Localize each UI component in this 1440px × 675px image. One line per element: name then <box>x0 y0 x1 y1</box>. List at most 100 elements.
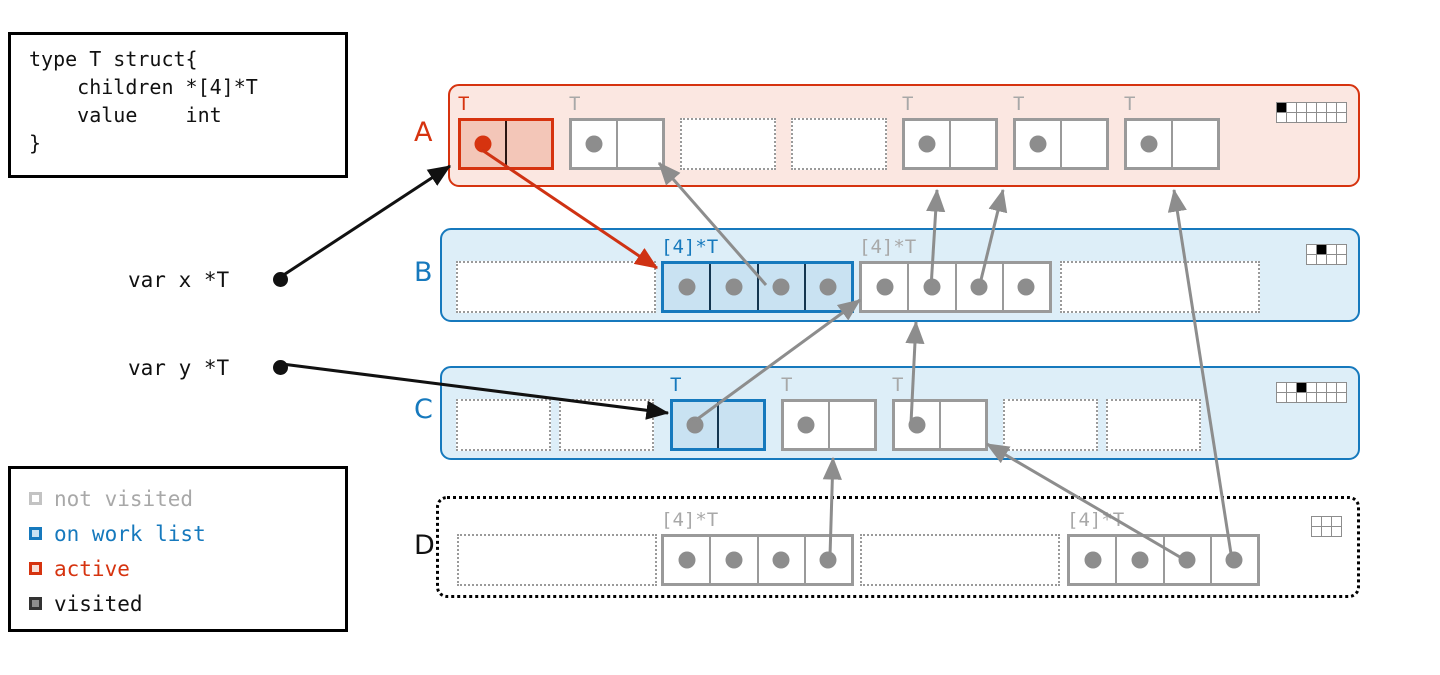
array-cell-2 <box>756 537 804 583</box>
free-slot-C-5 <box>1003 399 1098 451</box>
bitmap-row <box>1276 392 1347 403</box>
type-tag-A-4: T <box>902 93 914 115</box>
type-tag-D-3: [4]*T <box>1067 509 1125 531</box>
legend-label-not-visited: not visited <box>54 486 194 511</box>
object-cell-children <box>784 402 828 448</box>
pointer-dot <box>725 278 743 296</box>
allocation-bitmap-A <box>1276 102 1347 123</box>
type-tag-B-2: [4]*T <box>859 236 917 258</box>
object-A-0[interactable] <box>458 118 554 170</box>
type-tag-A-6: T <box>1124 93 1136 115</box>
object-C-2[interactable] <box>670 399 766 451</box>
object-cell-value <box>1171 121 1217 167</box>
array-cell-3 <box>803 537 851 583</box>
pointer-dot <box>772 551 790 569</box>
var-x-pointer-dot <box>273 272 288 287</box>
free-slot-D-2 <box>860 534 1060 586</box>
pointer-dot <box>474 135 492 153</box>
pointer-dot <box>970 278 988 296</box>
object-D-1[interactable] <box>661 534 854 586</box>
pointer-dot <box>923 278 941 296</box>
object-cell-value <box>939 402 985 448</box>
object-A-4[interactable] <box>902 118 998 170</box>
type-declaration-box: type T struct{ children *[4]*T value int… <box>8 32 348 178</box>
free-slot-A-3 <box>791 118 887 170</box>
arena-row-B: [4]*T [4]*T <box>440 228 1360 322</box>
bitmap-row <box>1311 526 1342 537</box>
type-tag-C-4: T <box>892 374 904 396</box>
pointer-dot <box>585 135 603 153</box>
free-slot-C-1 <box>559 399 654 451</box>
object-B-1[interactable] <box>661 261 854 313</box>
type-tag-C-2: T <box>670 374 682 396</box>
arena-row-A: T T T T T <box>448 84 1360 187</box>
object-A-1[interactable] <box>569 118 665 170</box>
pointer-dot <box>876 278 894 296</box>
array-cell-0 <box>664 537 709 583</box>
free-slot-B-3 <box>1060 261 1260 313</box>
object-cell-children <box>905 121 949 167</box>
allocation-bitmap-C <box>1276 382 1347 403</box>
object-D-3[interactable] <box>1067 534 1260 586</box>
object-cell-value <box>717 402 763 448</box>
array-cell-3 <box>1209 537 1257 583</box>
free-slot-D-0 <box>457 534 657 586</box>
type-tag-C-3: T <box>781 374 793 396</box>
pointer-dot <box>1131 551 1149 569</box>
bitmap-row <box>1306 254 1347 265</box>
arena-row-D: [4]*T [4]*T <box>436 496 1360 598</box>
object-A-6[interactable] <box>1124 118 1220 170</box>
pointer-dot <box>1140 135 1158 153</box>
arena-label-B: B <box>414 257 433 288</box>
type-tag-A-1: T <box>569 93 581 115</box>
object-cell-children <box>895 402 939 448</box>
bitmap-cell <box>1336 392 1347 403</box>
legend-label-visited: visited <box>54 591 143 616</box>
pointer-dot <box>686 416 704 434</box>
free-slot-A-2 <box>680 118 776 170</box>
object-cell-children <box>1127 121 1171 167</box>
object-cell-value <box>828 402 874 448</box>
legend-box: not visited on work list active visited <box>8 466 348 632</box>
var-y-pointer-dot <box>273 360 288 375</box>
legend-item-on-work-list: on work list <box>29 516 345 551</box>
object-cell-children <box>572 121 616 167</box>
array-cell-3 <box>1001 264 1049 310</box>
object-A-5[interactable] <box>1013 118 1109 170</box>
allocation-bitmap-B <box>1306 244 1347 265</box>
bitmap-cell <box>1336 112 1347 123</box>
free-slot-C-6 <box>1106 399 1201 451</box>
arena-label-C: C <box>414 394 433 425</box>
arena-label-D: D <box>414 530 435 561</box>
bitmap-row <box>1306 244 1347 255</box>
bitmap-cell <box>1336 254 1347 265</box>
array-cell-0 <box>862 264 907 310</box>
array-cell-1 <box>1115 537 1162 583</box>
object-cell-children <box>673 402 717 448</box>
pointer-dot <box>725 551 743 569</box>
free-slot-B-0 <box>456 261 656 313</box>
bitmap-row <box>1276 382 1347 393</box>
legend-item-not-visited: not visited <box>29 481 345 516</box>
pointer-dot <box>1225 551 1243 569</box>
object-B-2[interactable] <box>859 261 1052 313</box>
object-cell-children <box>1016 121 1060 167</box>
arena-row-C: T T T <box>440 366 1360 460</box>
object-cell-value <box>949 121 995 167</box>
object-C-3[interactable] <box>781 399 877 451</box>
array-cell-2 <box>756 264 804 310</box>
pointer-dot <box>819 551 837 569</box>
array-cell-0 <box>664 264 709 310</box>
var-x-label: var x *T <box>128 268 230 292</box>
bitmap-row <box>1311 516 1342 527</box>
bitmap-row <box>1276 102 1347 113</box>
pointer-dot <box>678 278 696 296</box>
legend-swatch-on-work-list <box>29 527 42 540</box>
type-declaration-code: type T struct{ children *[4]*T value int… <box>29 47 258 155</box>
object-C-4[interactable] <box>892 399 988 451</box>
legend-item-visited: visited <box>29 586 345 621</box>
pointer-dot <box>1017 278 1035 296</box>
object-cell-children <box>461 121 505 167</box>
pointer-dot <box>797 416 815 434</box>
pointer-dot <box>918 135 936 153</box>
